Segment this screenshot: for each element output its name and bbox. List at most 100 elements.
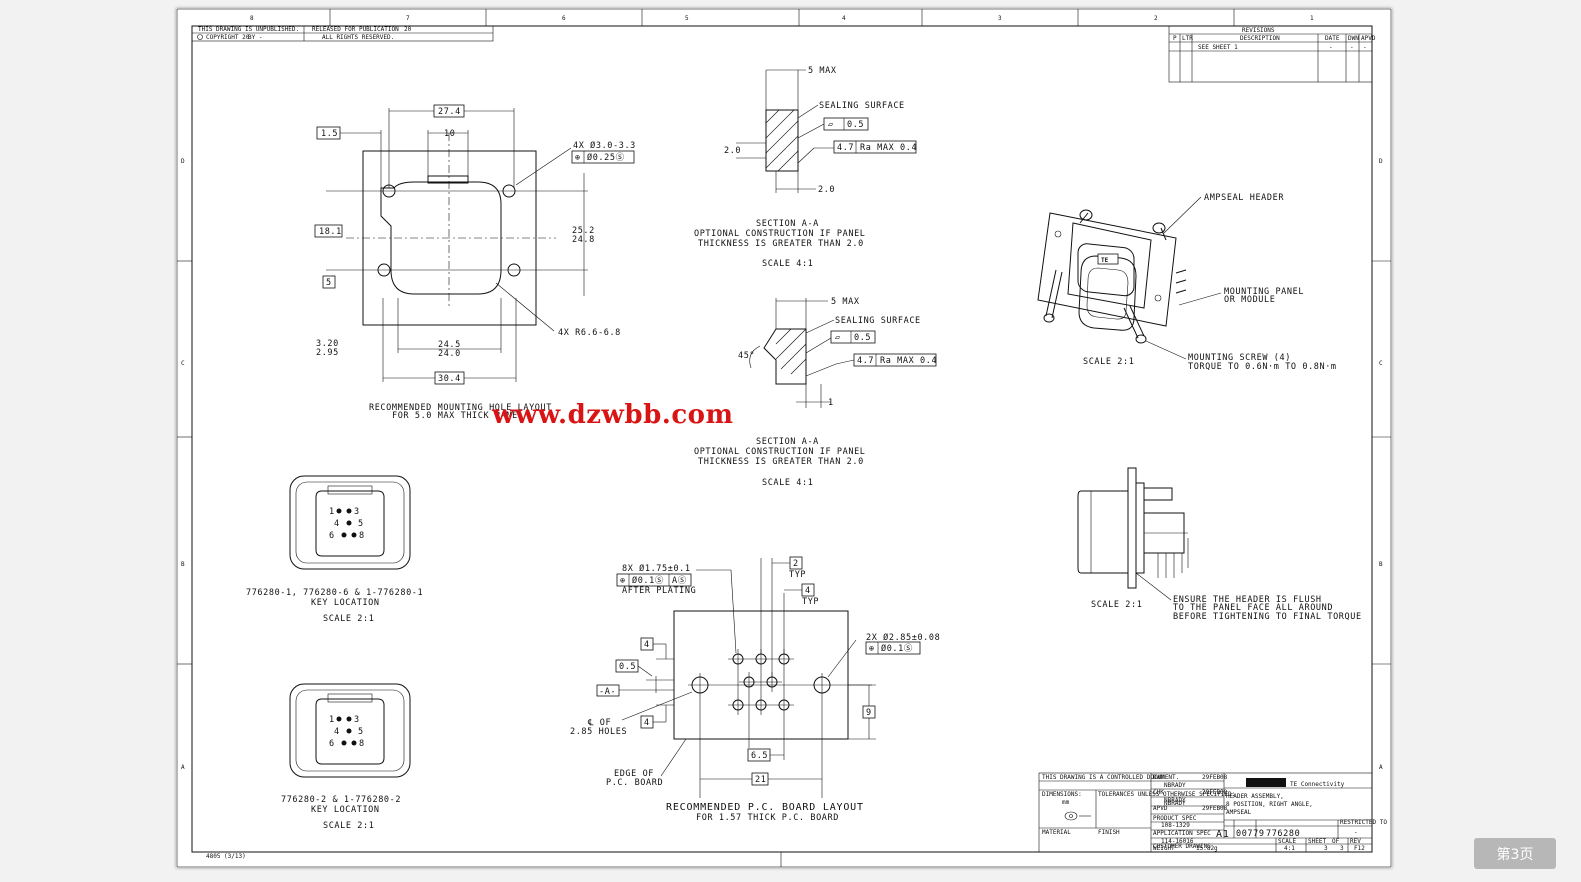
svg-text:BY -: BY - — [248, 34, 262, 41]
svg-text:DESCRIPTION: DESCRIPTION — [1240, 35, 1280, 42]
svg-text:mm: mm — [1062, 799, 1070, 806]
svg-text:OF: OF — [1332, 838, 1340, 845]
svg-text:FOR 5.0 MAX THICK PANEL: FOR 5.0 MAX THICK PANEL — [392, 411, 524, 421]
svg-text:SCALE 4:1: SCALE 4:1 — [762, 259, 813, 269]
svg-text:3: 3 — [1340, 845, 1344, 852]
svg-text:OPTIONAL CONSTRUCTION IF PANEL: OPTIONAL CONSTRUCTION IF PANEL — [694, 447, 866, 457]
svg-text:TYP: TYP — [802, 597, 819, 607]
svg-text:TYP: TYP — [789, 570, 806, 580]
svg-text:114-16016: 114-16016 — [1161, 838, 1194, 845]
svg-text:APVD: APVD — [1361, 35, 1376, 42]
svg-text:1: 1 — [329, 507, 335, 517]
zone-label-3: 3 — [998, 15, 1002, 22]
svg-text:BEFORE TIGHTENING TO FINAL TOR: BEFORE TIGHTENING TO FINAL TORQUE — [1173, 612, 1362, 622]
te-logo: TE Connectivity — [1246, 778, 1345, 788]
svg-text:3.20: 3.20 — [316, 339, 339, 349]
svg-text:-: - — [1354, 829, 1358, 836]
svg-text:TE Connectivity: TE Connectivity — [1290, 781, 1345, 788]
svg-text:8: 8 — [359, 531, 365, 541]
svg-text:15.82g: 15.82g — [1196, 845, 1218, 852]
zone-label-8: 8 — [250, 15, 254, 22]
svg-text:-: - — [1329, 44, 1333, 51]
engineering-drawing: 8 7 6 5 4 3 2 1 D C B A D C B A — [176, 8, 1392, 868]
copyright-block: THIS DRAWING IS UNPUBLISHED. RELEASED FO… — [191, 25, 494, 42]
svg-text:SECTION A-A: SECTION A-A — [756, 219, 819, 229]
svg-text:THICKNESS IS GREATER THAN 2.0: THICKNESS IS GREATER THAN 2.0 — [698, 457, 864, 467]
svg-text:TO THE PANEL FACE ALL AROUND: TO THE PANEL FACE ALL AROUND — [1173, 603, 1333, 613]
svg-text:4: 4 — [334, 727, 340, 737]
zone-ticks — [177, 9, 1391, 867]
isometric-connector-view: TE AMPSEAL HEADER MOUNTING PANEL OR MODU… — [1037, 193, 1336, 372]
svg-text:MOUNTING PANEL: MOUNTING PANEL — [1224, 287, 1304, 297]
drawing-sheet: 8 7 6 5 4 3 2 1 D C B A D C B A — [176, 8, 1392, 868]
svg-text:ENSURE THE HEADER IS FLUSH: ENSURE THE HEADER IS FLUSH — [1173, 595, 1322, 605]
svg-text:THICKNESS IS GREATER THAN 2.0: THICKNESS IS GREATER THAN 2.0 — [698, 239, 864, 249]
svg-text:TOLERANCES UNLESS OTHERWISE SP: TOLERANCES UNLESS OTHERWISE SPECIFIED: — [1098, 791, 1235, 798]
svg-text:1: 1 — [329, 715, 335, 725]
svg-text:24.8: 24.8 — [572, 235, 595, 245]
svg-text:21: 21 — [755, 775, 766, 785]
svg-text:⊕: ⊕ — [575, 153, 581, 163]
svg-text:SCALE 2:1: SCALE 2:1 — [1083, 357, 1134, 367]
svg-text:▱: ▱ — [835, 333, 841, 343]
svg-text:⊕: ⊕ — [620, 576, 626, 586]
svg-text:9: 9 — [866, 708, 872, 718]
svg-text:4: 4 — [805, 586, 811, 596]
svg-text:4:1: 4:1 — [1284, 845, 1295, 852]
svg-text:OPTIONAL CONSTRUCTION IF PANEL: OPTIONAL CONSTRUCTION IF PANEL — [694, 229, 866, 239]
svg-text:2: 2 — [793, 559, 799, 569]
svg-text:8 POSITION, RIGHT ANGLE,: 8 POSITION, RIGHT ANGLE, — [1226, 801, 1313, 808]
zone-label-b-right: B — [1379, 561, 1383, 568]
svg-text:HEADER ASSEMBLY,: HEADER ASSEMBLY, — [1226, 793, 1284, 800]
svg-text:FOR 1.57 THICK P.C. BOARD: FOR 1.57 THICK P.C. BOARD — [696, 813, 839, 823]
svg-text:DIMENSIONS:: DIMENSIONS: — [1042, 791, 1082, 798]
svg-text:P.C. BOARD: P.C. BOARD — [606, 778, 663, 788]
svg-text:COPYRIGHT 20: COPYRIGHT 20 — [206, 34, 250, 41]
svg-text:-A-: -A- — [599, 687, 616, 697]
svg-text:SCALE 2:1: SCALE 2:1 — [323, 614, 374, 624]
svg-text:3: 3 — [1324, 845, 1328, 852]
svg-text:SCALE 2:1: SCALE 2:1 — [323, 821, 374, 831]
svg-text:RECOMMENDED P.C. BOARD LAYOUT: RECOMMENDED P.C. BOARD LAYOUT — [666, 802, 864, 813]
svg-text:KEY LOCATION: KEY LOCATION — [311, 598, 380, 608]
svg-text:4: 4 — [644, 718, 650, 728]
pcb-layout: 8X Ø1.75±0.1 ⊕ Ø0.1Ⓢ AⓈ AFTER PLATING 2 … — [570, 556, 940, 823]
svg-text:NBRADY: NBRADY — [1164, 797, 1186, 804]
svg-text:18.1: 18.1 — [319, 227, 342, 237]
svg-text:1.5: 1.5 — [321, 129, 338, 139]
svg-text:10: 10 — [444, 129, 455, 139]
svg-text:Ø0.25Ⓢ: Ø0.25Ⓢ — [587, 152, 625, 163]
svg-text:4: 4 — [334, 519, 340, 529]
zone-label-c-right: C — [1379, 360, 1383, 367]
svg-text:5: 5 — [326, 278, 332, 288]
revisions-table: REVISIONS P LTR DESCRIPTION DATE DWN APV… — [1168, 25, 1376, 83]
svg-text:DWN: DWN — [1153, 774, 1164, 781]
svg-text:4X Ø3.0-3.3: 4X Ø3.0-3.3 — [573, 140, 636, 151]
svg-text:5: 5 — [358, 727, 364, 737]
svg-text:SECTION A-A: SECTION A-A — [756, 437, 819, 447]
svg-text:KEY LOCATION: KEY LOCATION — [311, 805, 380, 815]
svg-text:MATERIAL: MATERIAL — [1042, 829, 1071, 836]
svg-text:45°: 45° — [738, 351, 755, 361]
svg-text:THIS DRAWING IS UNPUBLISHED.: THIS DRAWING IS UNPUBLISHED. — [198, 26, 299, 33]
svg-text:2X Ø2.85±0.08: 2X Ø2.85±0.08 — [866, 632, 940, 643]
mounting-hole-layout: 27.4 10 1.5 18.1 5 4X Ø3.0-3.3 ⊕ Ø0.25Ⓢ … — [314, 104, 636, 421]
svg-text:APPLICATION SPEC: APPLICATION SPEC — [1153, 830, 1211, 837]
svg-text:PRODUCT SPEC: PRODUCT SPEC — [1153, 815, 1197, 822]
svg-text:AFTER PLATING: AFTER PLATING — [622, 586, 696, 596]
svg-text:SEALING SURFACE: SEALING SURFACE — [819, 101, 905, 111]
title-block: THIS DRAWING IS A CONTROLLED DOCUMENT. D… — [206, 772, 1387, 860]
svg-text:25.2: 25.2 — [572, 226, 595, 236]
page-indicator-button[interactable]: 第3页 — [1474, 838, 1556, 869]
svg-text:CHK: CHK — [1153, 789, 1164, 796]
svg-text:REVISIONS: REVISIONS — [1242, 27, 1275, 34]
svg-text:2.0: 2.0 — [818, 185, 835, 195]
svg-text:℄ OF: ℄ OF — [587, 718, 611, 728]
svg-text:3: 3 — [354, 507, 360, 517]
svg-text:Ra MAX 0.4: Ra MAX 0.4 — [880, 356, 937, 366]
svg-text:00779: 00779 — [1236, 829, 1265, 839]
svg-text:APVD: APVD — [1153, 805, 1168, 812]
zone-label-6: 6 — [562, 15, 566, 22]
svg-text:776280-1, 776280-6 & 1-776280-: 776280-1, 776280-6 & 1-776280-1 — [246, 588, 423, 598]
svg-text:NBRADY: NBRADY — [1164, 800, 1186, 807]
